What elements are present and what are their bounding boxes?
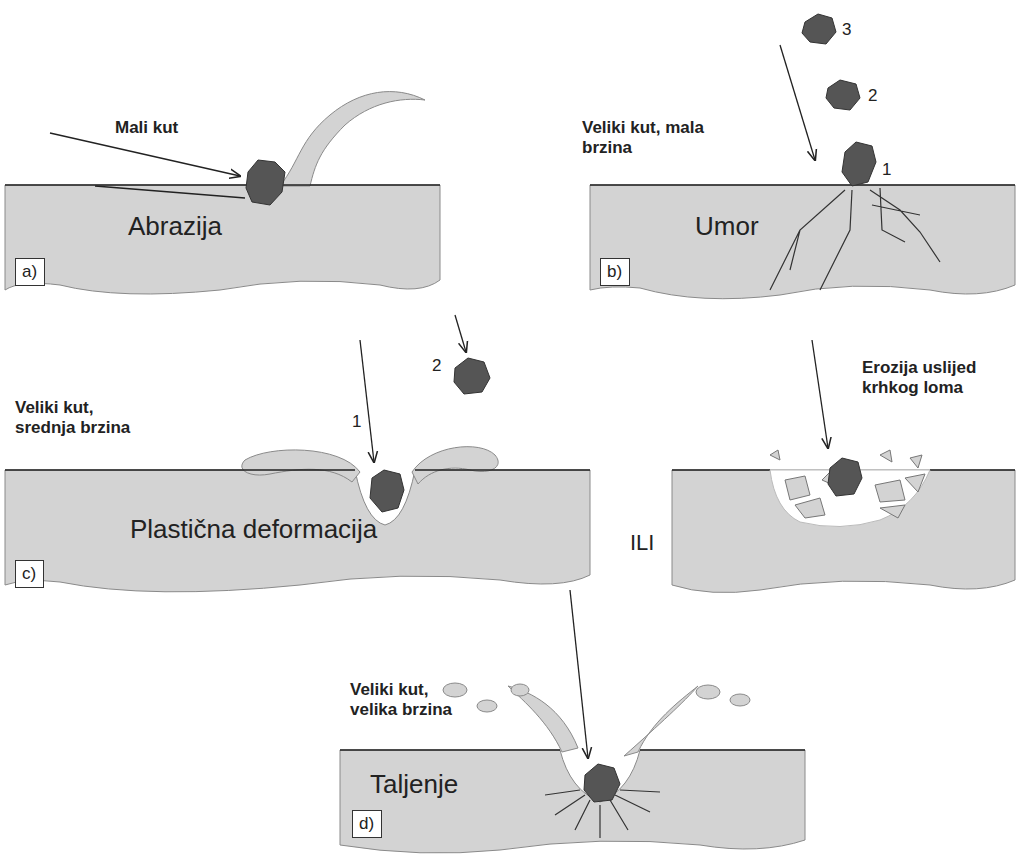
callout-number: 2	[868, 86, 877, 106]
panel-letter: c)	[22, 564, 37, 584]
mechanism-label: Veliki kut, srednja brzina	[15, 398, 140, 437]
mechanism-label: Erozija uslijed krhkog loma	[862, 358, 1007, 397]
callout-number: 1	[352, 412, 361, 432]
mechanism-label: Abrazija	[128, 212, 222, 242]
mechanism-label: Plastična deformacija	[130, 515, 377, 545]
panel-tag: d)	[352, 810, 382, 838]
panel-tag: c)	[15, 560, 44, 588]
callout-number: 3	[842, 20, 851, 40]
mechanism-label: Taljenje	[370, 770, 458, 800]
panel-tag: b)	[600, 258, 630, 286]
mechanism-label: Veliki kut, mala brzina	[582, 118, 707, 157]
mechanism-label: Mali kut	[115, 118, 178, 138]
mechanism-label: Veliki kut, velika brzina	[350, 680, 475, 719]
panel-letter: b)	[607, 262, 623, 282]
mechanism-label: ILI	[630, 530, 654, 555]
mechanism-label: Umor	[695, 212, 759, 242]
panel-letter: d)	[359, 814, 375, 834]
callout-number: 1	[882, 160, 891, 180]
panel-letter: a)	[22, 262, 38, 282]
panel-tag: a)	[15, 258, 45, 286]
callout-number: 2	[432, 356, 441, 376]
